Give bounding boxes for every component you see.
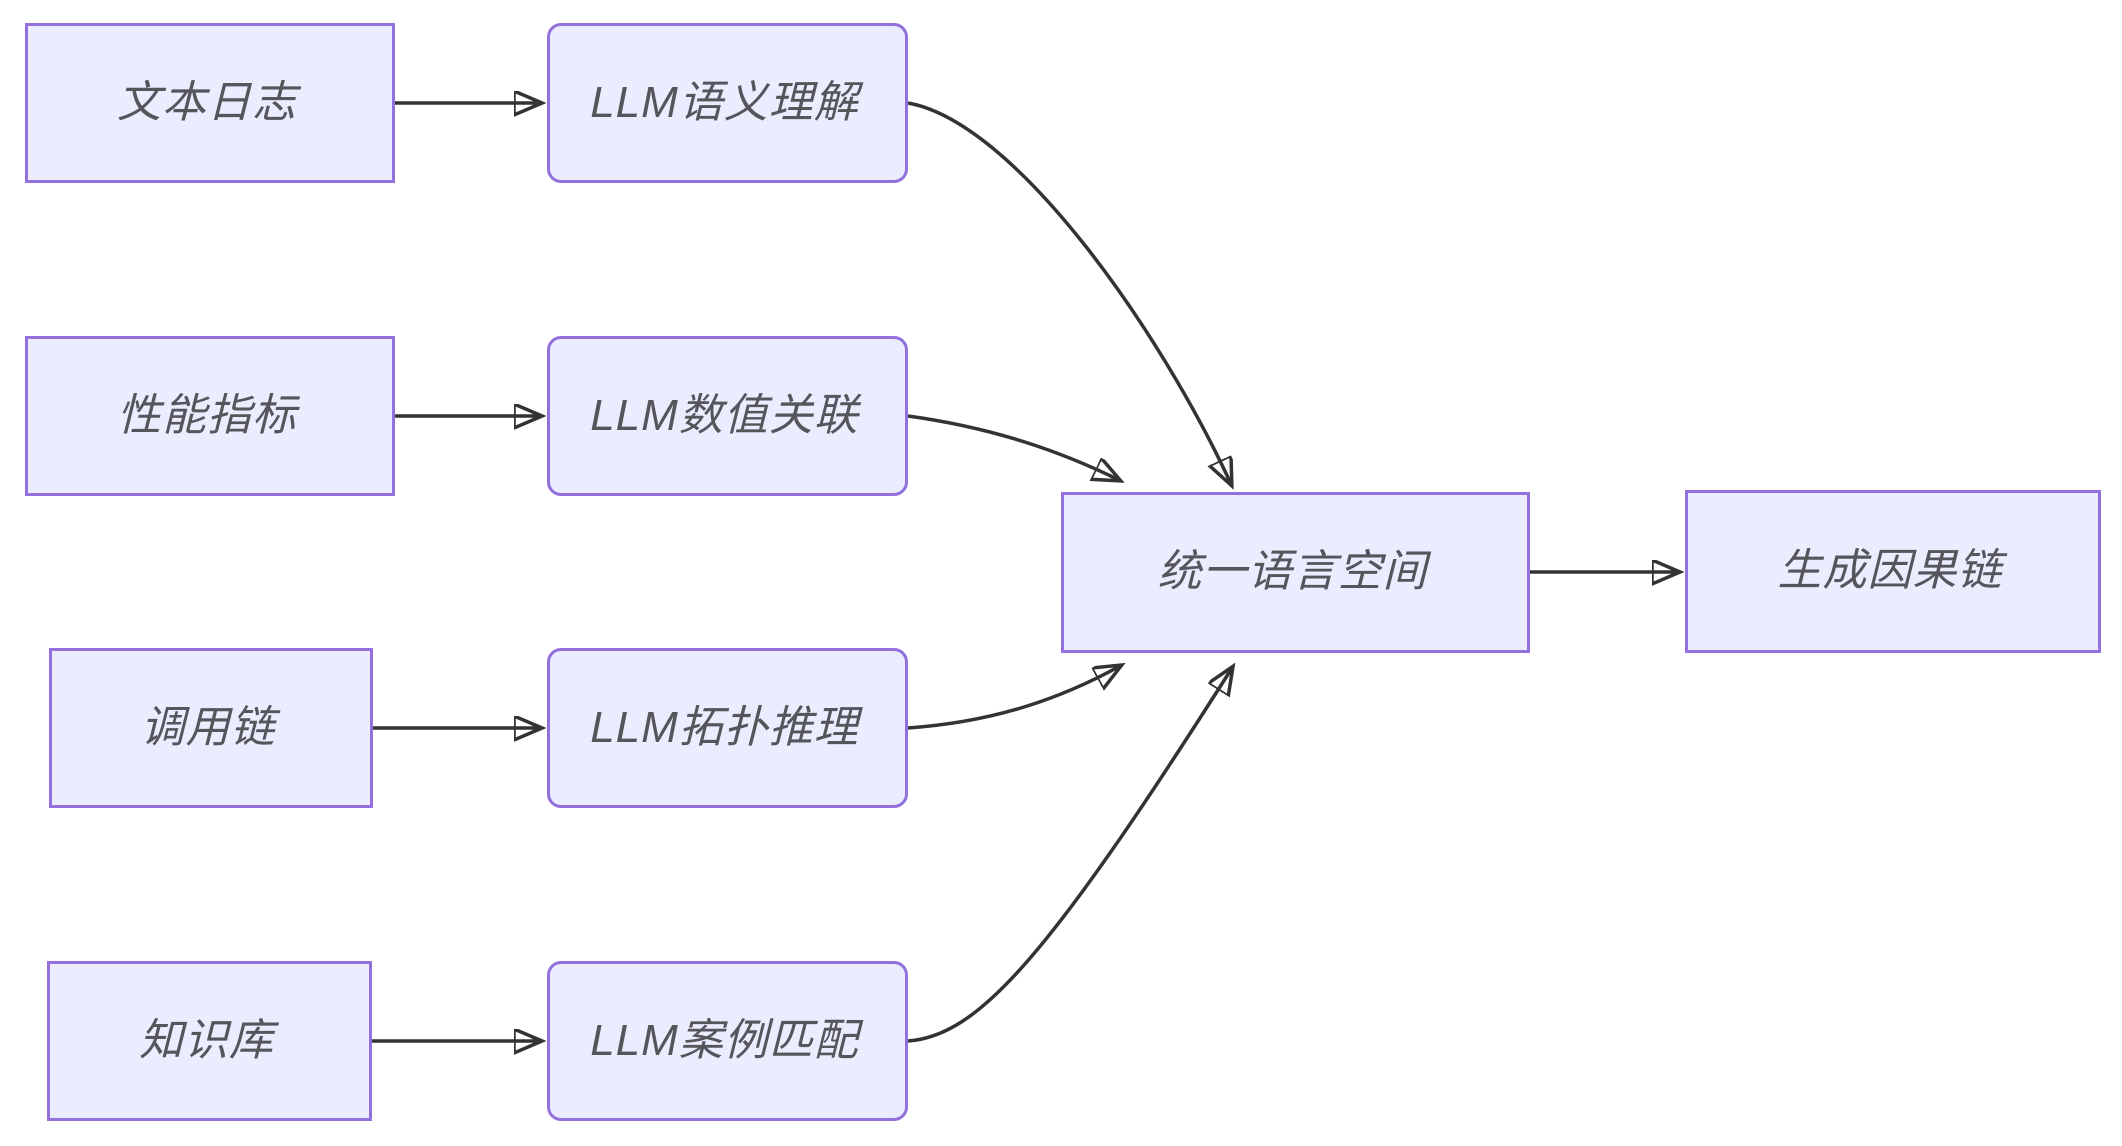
node-perf-metric: 性能指标 bbox=[25, 336, 395, 496]
node-call-chain: 调用链 bbox=[49, 648, 373, 808]
node-call-chain-label: 调用链 bbox=[140, 702, 276, 752]
node-knowledge-base-label: 知识库 bbox=[139, 1015, 274, 1065]
node-unified-space-label: 统一语言空间 bbox=[1157, 547, 1428, 597]
node-llm-semantic-label: LLM语义理解 bbox=[590, 77, 859, 127]
node-text-log: 文本日志 bbox=[25, 23, 395, 183]
edge-llmtopology-to-unified bbox=[907, 666, 1120, 730]
node-unified-space: 统一语言空间 bbox=[1061, 492, 1530, 653]
edge-llmsemantic-to-unified bbox=[907, 101, 1231, 484]
node-causal-chain: 生成因果链 bbox=[1685, 490, 2101, 653]
node-perf-metric-label: 性能指标 bbox=[117, 390, 297, 440]
node-llm-topology-label: LLM拓扑推理 bbox=[590, 702, 859, 752]
node-causal-chain-label: 生成因果链 bbox=[1777, 546, 2003, 596]
node-llm-case-label: LLM案例匹配 bbox=[590, 1015, 859, 1065]
edge-llmcase-to-unified bbox=[907, 668, 1232, 1043]
node-llm-topology: LLM拓扑推理 bbox=[547, 648, 908, 808]
node-llm-semantic: LLM语义理解 bbox=[547, 23, 908, 183]
node-text-log-label: 文本日志 bbox=[117, 77, 297, 127]
node-llm-numeric-label: LLM数值关联 bbox=[590, 390, 859, 440]
node-llm-case: LLM案例匹配 bbox=[547, 961, 908, 1121]
node-knowledge-base: 知识库 bbox=[47, 961, 372, 1121]
edge-llmnumeric-to-unified bbox=[907, 414, 1119, 480]
node-llm-numeric: LLM数值关联 bbox=[547, 336, 908, 496]
